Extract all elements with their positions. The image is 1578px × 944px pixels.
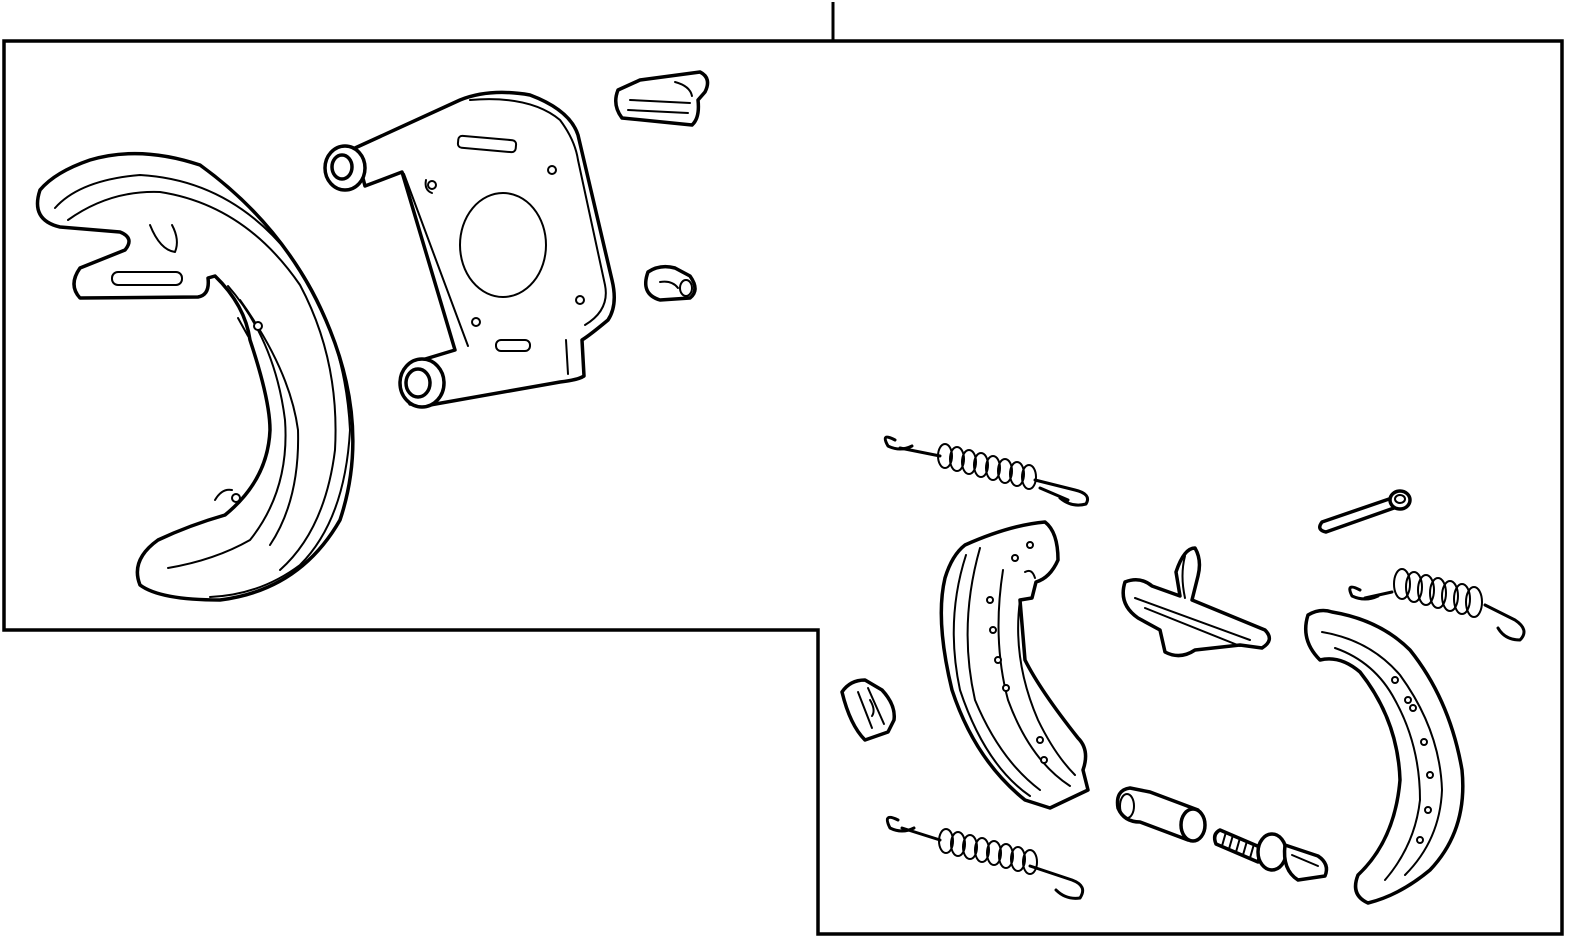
group-frame: [2, 39, 1564, 936]
adjuster-clip[interactable]: [614, 70, 710, 127]
spring-clip[interactable]: [840, 678, 896, 742]
upper-return-spring-left[interactable]: [883, 435, 1090, 507]
hold-down-pin[interactable]: [1318, 489, 1412, 534]
adjuster-screw[interactable]: [1212, 828, 1329, 882]
dust-shield[interactable]: [35, 151, 355, 602]
brake-shoe-rear[interactable]: [1304, 608, 1465, 905]
lower-return-spring[interactable]: [885, 815, 1085, 900]
actuator-lever[interactable]: [1121, 546, 1272, 658]
upper-return-spring-right[interactable]: [1348, 568, 1526, 642]
plug[interactable]: [644, 264, 697, 302]
brake-shoe-front[interactable]: [939, 520, 1090, 810]
backing-plate[interactable]: [323, 90, 616, 409]
adjuster-sleeve[interactable]: [1115, 786, 1207, 843]
